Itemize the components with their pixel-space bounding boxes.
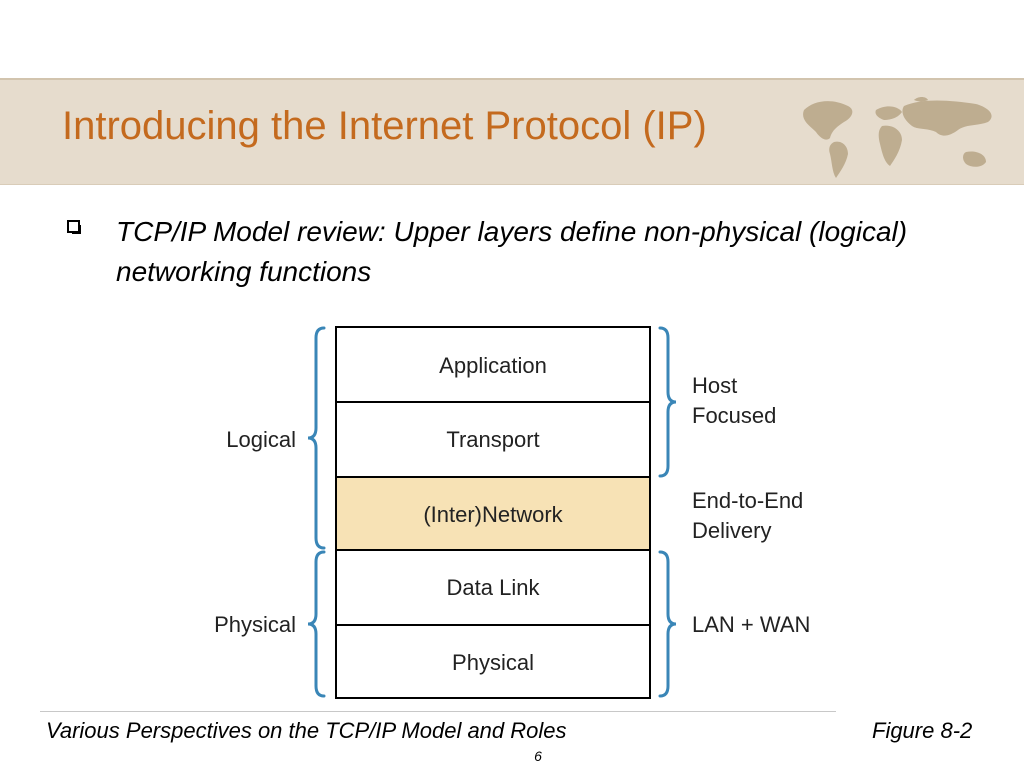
group-label-physical: Physical	[214, 612, 296, 637]
page-number: 6	[534, 748, 542, 764]
layer-label-data-link: Data Link	[447, 575, 541, 600]
group-label-focused: Focused	[692, 403, 776, 428]
layer-label-transport: Transport	[446, 427, 539, 452]
group-label-delivery: Delivery	[692, 518, 771, 543]
brace-right-lan-wan	[658, 550, 677, 698]
layer-box-transport	[335, 401, 651, 478]
brace-left-logical	[307, 326, 326, 550]
footer-figure-number: Figure 8-2	[872, 718, 973, 743]
bullet-text: TCP/IP Model review: Upper layers define…	[116, 216, 908, 287]
layer-label-internetwork: (Inter)Network	[423, 502, 563, 527]
slide-title: Introducing the Internet Protocol (IP)	[62, 104, 707, 148]
layer-box-internetwork	[335, 476, 651, 551]
brace-right-host	[658, 326, 677, 478]
layer-label-application: Application	[439, 353, 547, 378]
footer-caption: Various Perspectives on the TCP/IP Model…	[46, 718, 567, 743]
group-label-end-to-end: End-to-End	[692, 488, 803, 513]
title-band	[0, 78, 1024, 185]
layer-box-application	[335, 326, 651, 403]
group-label-lan-wan: LAN + WAN	[692, 612, 810, 637]
layer-box-physical	[335, 624, 651, 699]
world-map-graphic	[803, 97, 992, 178]
group-label-logical: Logical	[226, 427, 296, 452]
layer-label-physical: Physical	[452, 650, 534, 675]
checkbox-bullet-icon	[67, 220, 81, 234]
layer-box-data-link	[335, 549, 651, 626]
footer-divider	[40, 711, 836, 712]
group-label-host: Host	[692, 373, 737, 398]
brace-left-physical	[307, 550, 326, 698]
